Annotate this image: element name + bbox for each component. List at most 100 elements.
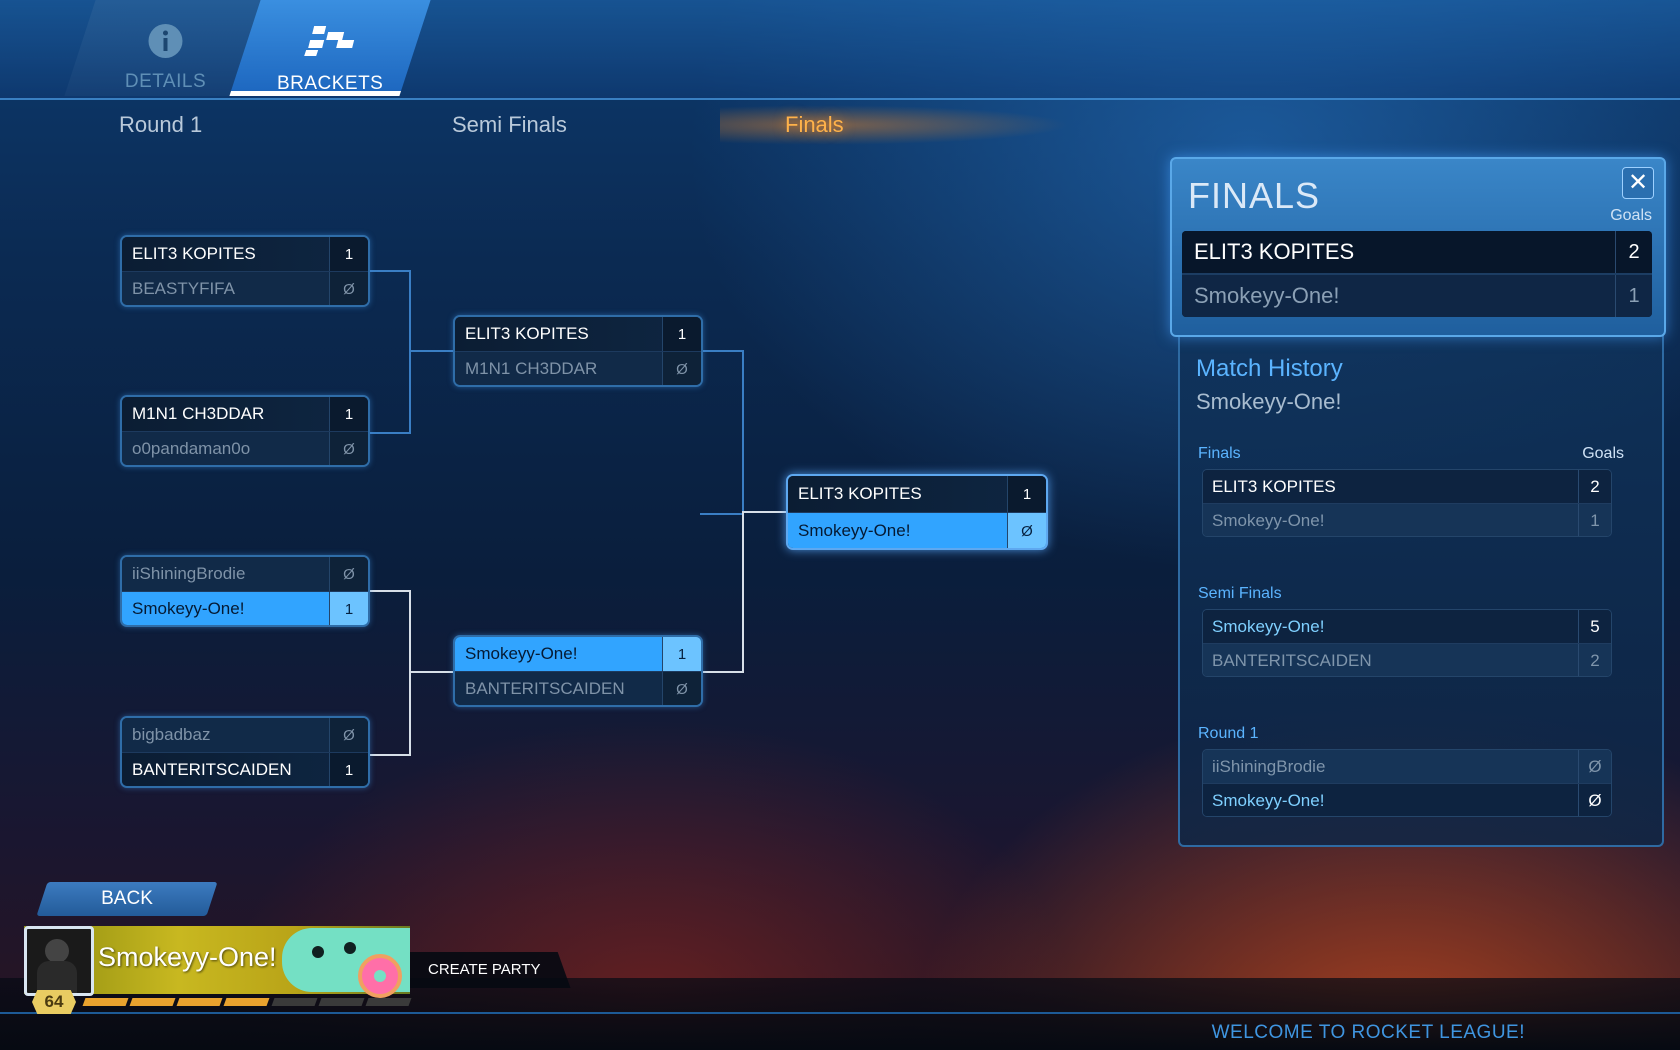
connector-semi-b — [700, 511, 744, 673]
team-score: 1 — [329, 592, 368, 625]
team-name: BANTERITSCAIDEN — [132, 760, 292, 779]
round-title-semis[interactable]: Semi Finals — [452, 112, 567, 137]
match-row-highlighted: Smokeyy-One!1 — [455, 637, 701, 671]
player-banner[interactable]: Smokeyy-One! — [24, 926, 410, 998]
close-icon: ✕ — [1627, 169, 1649, 196]
back-button[interactable]: BACK — [36, 882, 218, 916]
avatar-head — [45, 939, 69, 963]
tab-details[interactable]: DETAILS — [64, 0, 266, 96]
team-name: ELIT3 KOPITES — [1212, 476, 1336, 496]
goals-label: Goals — [1610, 207, 1652, 224]
history-round-label: Finals — [1198, 445, 1241, 462]
team-name: o0pandaman0o — [132, 439, 251, 458]
team-score: 5 — [1578, 610, 1611, 643]
match-row-highlighted: Smokeyy-One! 1 — [122, 591, 368, 625]
team-score: Ø — [1578, 784, 1611, 816]
match-history-section: Match History Smokeyy-One! Finals Goals … — [1178, 333, 1664, 847]
team-score: Ø — [329, 432, 368, 465]
welcome-message: WELCOME TO ROCKET LEAGUE! — [1211, 1022, 1525, 1043]
avatar-body — [37, 961, 77, 993]
team-name: ELIT3 KOPITES — [1194, 239, 1355, 264]
close-button[interactable]: ✕ — [1622, 167, 1654, 199]
team-name: M1N1 CH3DDAR — [132, 404, 265, 423]
bottom-divider — [0, 1012, 1680, 1014]
connector-r1-a — [367, 270, 411, 434]
xp-segment — [318, 998, 365, 1006]
connector-r1-b — [367, 590, 411, 756]
team-score: Ø — [329, 272, 368, 305]
player-name: Smokeyy-One! — [98, 942, 277, 972]
match-history-title: Match History — [1196, 355, 1343, 382]
connector-semi-a — [700, 350, 744, 515]
xp-segment — [82, 998, 129, 1006]
team-name: ELIT3 KOPITES — [798, 484, 922, 503]
history-row: Smokeyy-One!Ø — [1203, 783, 1611, 816]
history-round-label: Round 1 — [1198, 725, 1259, 742]
finals-highlight-glow — [720, 105, 1070, 145]
tab-details-label: DETAILS — [124, 71, 207, 92]
team-name: BANTERITSCAIDEN — [1212, 650, 1372, 670]
team-name: bigbadbaz — [132, 725, 211, 744]
match-r1-4[interactable]: bigbadbaz Ø BANTERITSCAIDEN 1 — [120, 716, 370, 788]
team-score: 1 — [662, 637, 701, 671]
match-row: bigbadbaz Ø — [122, 718, 368, 752]
donut-icon — [358, 954, 402, 998]
info-icon — [148, 24, 183, 58]
connector-final-in — [742, 511, 786, 513]
team-name: M1N1 CH3DDAR — [465, 359, 598, 378]
round-title-round1[interactable]: Round 1 — [119, 112, 203, 137]
team-score: 2 — [1578, 644, 1611, 676]
team-score: Ø — [329, 557, 368, 591]
result-row: Smokeyy-One!1 — [1182, 273, 1652, 317]
team-name: Smokeyy-One! — [798, 521, 911, 540]
match-row: ELIT3 KOPITES 1 — [122, 237, 368, 271]
team-name: ELIT3 KOPITES — [465, 324, 589, 343]
xp-segment — [271, 998, 318, 1006]
team-name: iiShiningBrodie — [132, 564, 246, 583]
connector-r1-b-out — [409, 671, 454, 673]
top-tab-bar: DETAILS BRACKETS — [0, 0, 1680, 100]
match-row: iiShiningBrodie Ø — [122, 557, 368, 591]
banner-eye — [312, 946, 324, 958]
team-name: Smokeyy-One! — [1212, 510, 1325, 530]
team-name: BEASTYFIFA — [132, 279, 235, 298]
create-party-button[interactable]: CREATE PARTY — [410, 952, 571, 988]
match-r1-1[interactable]: ELIT3 KOPITES 1 BEASTYFIFA Ø — [120, 235, 370, 307]
team-score: 1 — [1615, 275, 1652, 317]
team-score: Ø — [329, 718, 368, 752]
history-match-semis[interactable]: Smokeyy-One! 5 BANTERITSCAIDEN 2 — [1202, 609, 1612, 677]
match-final[interactable]: ELIT3 KOPITES 1 Smokeyy-One!Ø — [786, 474, 1048, 550]
xp-segment — [365, 998, 412, 1006]
team-score: 1 — [329, 237, 368, 271]
xp-segment — [129, 998, 176, 1006]
xp-progress-bar — [82, 998, 412, 1006]
history-row: Smokeyy-One! 5 — [1203, 610, 1611, 643]
team-score: 1 — [329, 753, 368, 786]
match-row-highlighted: Smokeyy-One!Ø — [788, 512, 1046, 548]
team-name: Smokeyy-One! — [1212, 616, 1325, 636]
level-badge: 64 — [32, 990, 76, 1014]
avatar — [24, 926, 94, 996]
xp-segment — [176, 998, 223, 1006]
team-name: ELIT3 KOPITES — [132, 244, 256, 263]
tab-brackets[interactable]: BRACKETS — [229, 0, 431, 96]
round-title-finals[interactable]: Finals — [785, 112, 844, 137]
team-name: Smokeyy-One! — [132, 599, 245, 618]
match-details-panel: Match History Smokeyy-One! Finals Goals … — [1170, 157, 1666, 847]
team-score: 1 — [662, 317, 701, 351]
xp-segment — [223, 998, 271, 1006]
match-r1-3[interactable]: iiShiningBrodie Ø Smokeyy-One! 1 — [120, 555, 370, 627]
team-score: 1 — [1007, 476, 1046, 512]
